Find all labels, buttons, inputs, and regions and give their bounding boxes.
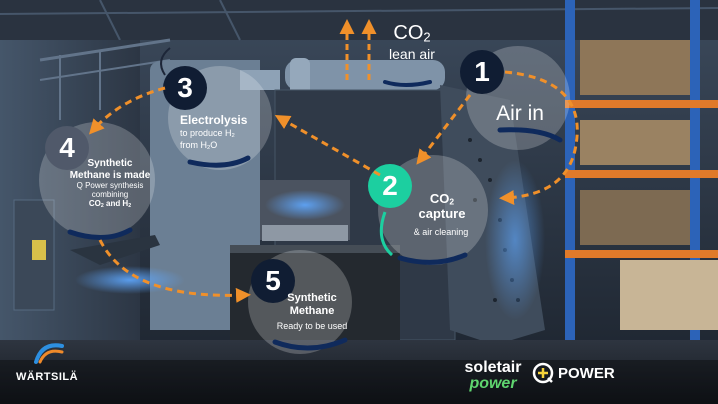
- arrow-1-to-2: [416, 94, 472, 165]
- step-1-number: 1: [474, 56, 490, 87]
- step-3-bubble: [160, 47, 272, 170]
- step-2-title: CO2 capture: [418, 191, 466, 222]
- step-4-bubble: [39, 122, 155, 240]
- wartsila-wordmark: WÄRTSILÄ: [16, 371, 79, 383]
- step-5-text: Synthetic Methane Ready to be used: [276, 292, 348, 332]
- step-5-number: 5: [265, 265, 281, 296]
- step-2-number: 2: [382, 170, 398, 201]
- step-4-number: 4: [59, 132, 75, 163]
- wartsila-logo: WÄRTSILÄ: [16, 336, 79, 383]
- soletair-logo: soletair power: [464, 359, 522, 392]
- qpower-wordmark: POWER: [558, 364, 615, 382]
- arrow-air-in-loop: [499, 70, 579, 206]
- lean-air-formula: CO: [393, 22, 424, 44]
- lean-air-arrows: [339, 19, 377, 80]
- lean-air-swoosh: [383, 80, 432, 87]
- qpower-logo: POWER: [532, 362, 622, 384]
- arrow-4-to-5: [98, 239, 251, 303]
- qpower-plus-icon: [532, 362, 554, 384]
- lean-air-subtitle: lean air: [389, 45, 435, 62]
- step-3-number: 3: [177, 72, 193, 103]
- arrow-2-to-3: [274, 115, 381, 177]
- step-1-bubble: [460, 46, 570, 150]
- step-4-text: Synthetic Methane is made Q Power synthe…: [69, 158, 151, 210]
- step-3-text: Electrolysis to produce H2 from H2O: [180, 113, 248, 151]
- wartsila-emblem-icon: [34, 343, 64, 364]
- step-1-title: Air in: [496, 102, 544, 125]
- lean-air-label: CO2 lean air: [378, 22, 446, 62]
- step-5-bubble: [248, 250, 352, 354]
- step-2-subtitle: & air cleaning: [413, 227, 469, 237]
- arrow-3-to-4: [88, 86, 166, 135]
- step-2-bubble: [368, 155, 488, 265]
